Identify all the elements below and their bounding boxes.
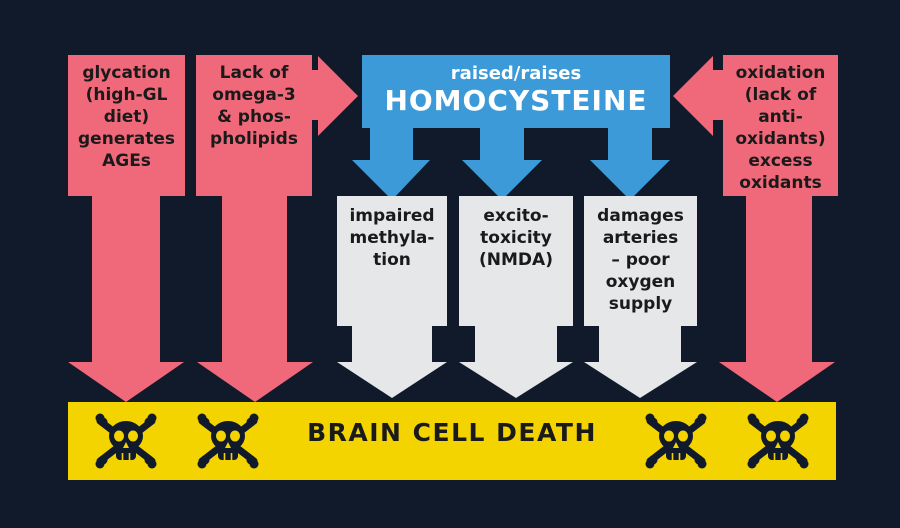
glycation-label: glycation (high-GL diet) generates AGEs: [78, 63, 175, 171]
omega3-cause-arrow: [196, 55, 358, 402]
homocysteine-subtitle: raised/raises: [450, 63, 582, 84]
brain-cell-death-label: BRAIN CELL DEATH: [307, 418, 597, 447]
homocysteine-title: HOMOCYSTEINE: [384, 84, 648, 117]
skull-crossbones-icon: [95, 413, 157, 469]
skull-crossbones-icon: [197, 413, 259, 469]
oxidation-label: oxidation (lack of anti- oxidants) exces…: [735, 63, 826, 193]
skull-crossbones-icon: [747, 413, 809, 469]
methylation-effect-arrow: [337, 196, 447, 398]
brain-cell-death-bar: [68, 402, 836, 480]
arteries-effect-arrow: [584, 196, 697, 398]
excitotoxicity-label: excito- toxicity (NMDA): [479, 206, 553, 270]
oxidation-cause-arrow: [673, 55, 838, 402]
skull-crossbones-icon: [645, 413, 707, 469]
methylation-label: impaired methyla- tion: [349, 206, 435, 270]
homocysteine-box: [352, 55, 670, 200]
arteries-label: damages arteries – poor oxygen supply: [597, 206, 684, 314]
glycation-cause-arrow: [68, 55, 185, 402]
excitotoxicity-effect-arrow: [459, 196, 573, 398]
omega3-label: Lack of omega-3 & phos- pholipids: [210, 63, 298, 149]
